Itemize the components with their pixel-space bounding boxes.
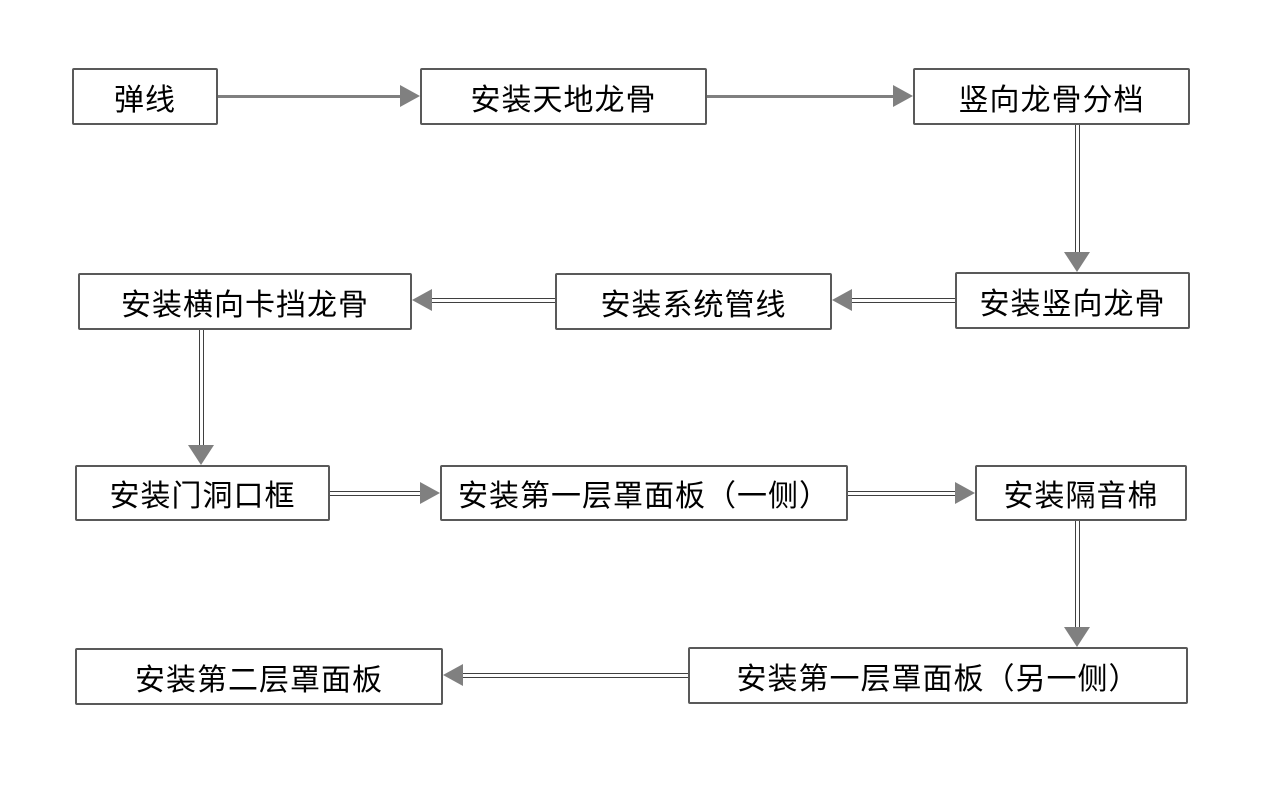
arrowhead-left-icon (832, 289, 852, 311)
arrowhead-down-icon (1064, 627, 1090, 647)
connector-line (848, 491, 957, 496)
node-install-sound-insulation-cotton: 安装隔音棉 (975, 465, 1187, 521)
connector-line (850, 298, 955, 303)
node-label: 安装竖向龙骨 (979, 287, 1166, 321)
node-install-first-panel-other-side: 安装第一层罩面板（另一侧） (688, 647, 1188, 704)
arrowhead-right-icon (400, 85, 420, 107)
node-install-door-opening-frame: 安装门洞口框 (75, 465, 330, 521)
arrowhead-down-icon (188, 445, 214, 465)
node-install-second-panel: 安装第二层罩面板 (75, 648, 443, 705)
connector-line (330, 491, 422, 496)
arrowhead-right-icon (893, 85, 913, 107)
node-install-first-panel-one-side: 安装第一层罩面板（一侧） (440, 465, 848, 521)
node-label: 安装天地龙骨 (470, 83, 657, 117)
node-label: 安装第一层罩面板（另一侧） (736, 662, 1140, 696)
connector-line (1075, 125, 1080, 253)
node-install-top-bottom-keel: 安装天地龙骨 (420, 68, 707, 125)
node-snap-line: 弹线 (72, 68, 218, 125)
node-vertical-keel-spacing: 竖向龙骨分档 (913, 68, 1190, 125)
node-install-vertical-keel: 安装竖向龙骨 (955, 272, 1190, 329)
node-install-system-pipelines: 安装系统管线 (555, 273, 832, 330)
node-label: 安装系统管线 (600, 288, 787, 322)
node-label: 安装门洞口框 (109, 480, 296, 513)
connector-line (430, 298, 555, 303)
arrowhead-left-icon (443, 664, 463, 686)
node-label: 安装第二层罩面板 (135, 663, 383, 697)
connector-line (199, 330, 204, 446)
node-label: 安装横向卡挡龙骨 (121, 288, 369, 322)
arrowhead-right-icon (955, 482, 975, 504)
connector-line (1075, 521, 1080, 628)
connector-line (461, 673, 688, 678)
arrowhead-right-icon (420, 482, 440, 504)
node-label: 安装隔音棉 (1003, 480, 1159, 513)
arrowhead-left-icon (412, 289, 432, 311)
node-label: 安装第一层罩面板（一侧） (458, 480, 830, 513)
connector-line (218, 95, 400, 98)
node-label: 竖向龙骨分档 (958, 83, 1145, 117)
node-install-horizontal-blocking-keel: 安装横向卡挡龙骨 (78, 273, 412, 330)
connector-line (707, 95, 893, 98)
arrowhead-down-icon (1064, 252, 1090, 272)
node-label: 弹线 (114, 83, 176, 117)
